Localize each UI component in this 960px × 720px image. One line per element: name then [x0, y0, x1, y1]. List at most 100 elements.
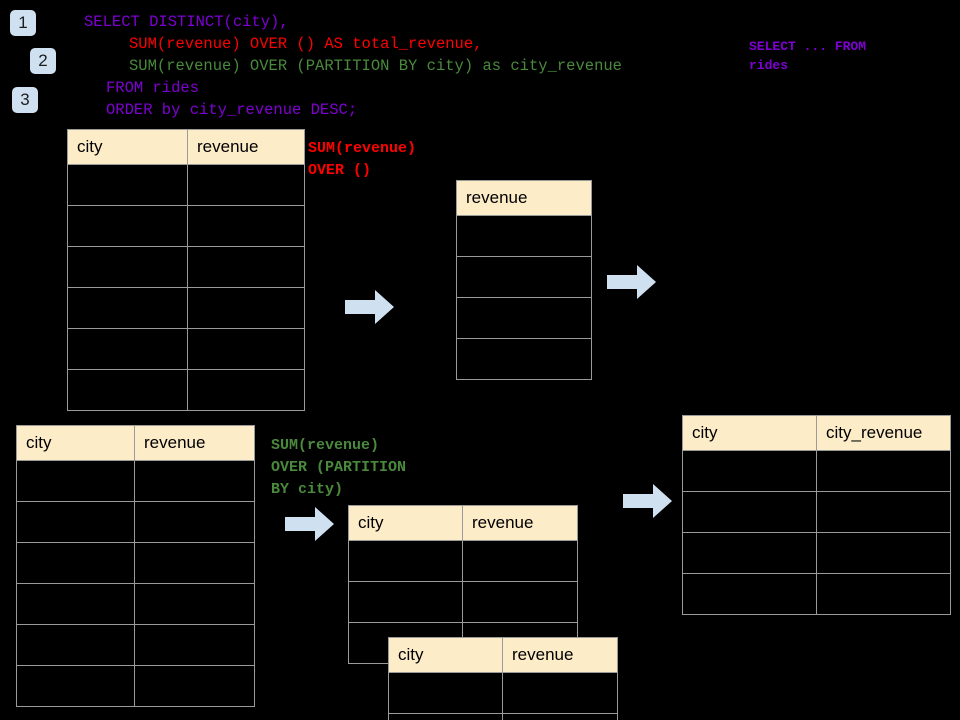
annotation-city-revenue-line-2: OVER (PARTITION [271, 459, 407, 476]
table-row [67, 246, 305, 288]
column-header-revenue: revenue [187, 129, 305, 165]
table-row [348, 540, 578, 582]
cell-revenue [502, 672, 618, 714]
table-row [16, 460, 255, 502]
step-badge-2: 2 [30, 48, 56, 74]
query-line-select: SELECT DISTINCT(city), [84, 13, 289, 31]
cell-revenue [134, 542, 255, 584]
column-header-city: city [682, 415, 817, 451]
flow-arrow-4 [623, 483, 673, 524]
query-line-city-revenue: SUM(revenue) OVER (PARTITION BY city) as… [129, 57, 622, 75]
cell-revenue [134, 624, 255, 666]
cell-city [388, 713, 503, 720]
table-row [67, 287, 305, 329]
cell-city-revenue [816, 491, 951, 533]
table-header-row: city city_revenue [682, 415, 951, 451]
table-header-row: city revenue [388, 637, 618, 673]
table-row [16, 542, 255, 584]
column-header-city: city [348, 505, 463, 541]
table-row [682, 491, 951, 533]
cell-revenue [456, 297, 592, 339]
table-row [16, 583, 255, 625]
cell-revenue [134, 501, 255, 543]
cell-city [16, 460, 135, 502]
annotation-total-revenue-line-1: SUM(revenue) [308, 140, 417, 157]
cell-city [388, 672, 503, 714]
table-row [456, 338, 592, 380]
table-row [456, 215, 592, 257]
flow-arrow-1 [345, 289, 395, 330]
cell-city [682, 450, 817, 492]
table-rides-source-bottom: city revenue [16, 425, 255, 707]
table-row [456, 256, 592, 298]
cell-city [682, 491, 817, 533]
table-row [682, 573, 951, 615]
cell-revenue [502, 713, 618, 720]
column-header-city-revenue: city_revenue [816, 415, 951, 451]
column-header-city: city [67, 129, 188, 165]
column-header-revenue: revenue [134, 425, 255, 461]
cell-city [67, 287, 188, 329]
column-header-revenue: revenue [456, 180, 592, 216]
cell-revenue [456, 215, 592, 257]
table-header-row: revenue [456, 180, 592, 216]
cell-revenue [456, 338, 592, 380]
cell-revenue [187, 164, 305, 206]
table-row [67, 328, 305, 370]
cell-revenue [134, 460, 255, 502]
table-row [682, 532, 951, 574]
cell-city-revenue [816, 450, 951, 492]
cell-revenue [187, 246, 305, 288]
table-row [388, 672, 618, 714]
cell-city [682, 573, 817, 615]
cell-city [67, 164, 188, 206]
table-row [16, 665, 255, 707]
cell-city [16, 501, 135, 543]
annotation-city-revenue-line-1: SUM(revenue) [271, 437, 380, 454]
column-header-revenue: revenue [462, 505, 578, 541]
cell-revenue [462, 581, 578, 623]
cell-city [348, 540, 463, 582]
table-final-result: city city_revenue [682, 415, 951, 615]
cell-city-revenue [816, 532, 951, 574]
cell-revenue [134, 665, 255, 707]
query-line-order-by: ORDER by city_revenue DESC; [106, 101, 358, 119]
cell-city [67, 369, 188, 411]
cell-city [67, 328, 188, 370]
table-rides-source-top: city revenue [67, 129, 305, 411]
cell-city [16, 624, 135, 666]
column-header-city: city [388, 637, 503, 673]
table-row [682, 450, 951, 492]
side-note-line-2: rides [749, 58, 789, 73]
query-line-total-revenue: SUM(revenue) OVER () AS total_revenue, [129, 35, 483, 53]
cell-city-revenue [816, 573, 951, 615]
table-header-row: city revenue [67, 129, 305, 165]
column-header-revenue: revenue [502, 637, 618, 673]
annotation-total-revenue-line-2: OVER () [308, 162, 372, 179]
flow-arrow-2 [607, 264, 657, 305]
table-header-row: city revenue [348, 505, 578, 541]
table-row [67, 205, 305, 247]
cell-city [16, 665, 135, 707]
cell-city [67, 205, 188, 247]
step-badge-1: 1 [10, 10, 36, 36]
step-badge-3: 3 [12, 87, 38, 113]
table-row [67, 369, 305, 411]
query-line-from: FROM rides [106, 79, 200, 97]
table-partition-group-front: city revenue [388, 637, 618, 720]
annotation-city-revenue-line-3: BY city) [271, 481, 344, 498]
cell-revenue [187, 205, 305, 247]
cell-city [67, 246, 188, 288]
column-header-city: city [16, 425, 135, 461]
table-total-revenue: revenue [456, 180, 592, 380]
cell-city [348, 581, 463, 623]
table-row [67, 164, 305, 206]
cell-revenue [187, 287, 305, 329]
cell-revenue [187, 328, 305, 370]
table-header-row: city revenue [16, 425, 255, 461]
flow-arrow-3 [285, 506, 335, 547]
table-row [16, 501, 255, 543]
cell-city [682, 532, 817, 574]
cell-revenue [134, 583, 255, 625]
